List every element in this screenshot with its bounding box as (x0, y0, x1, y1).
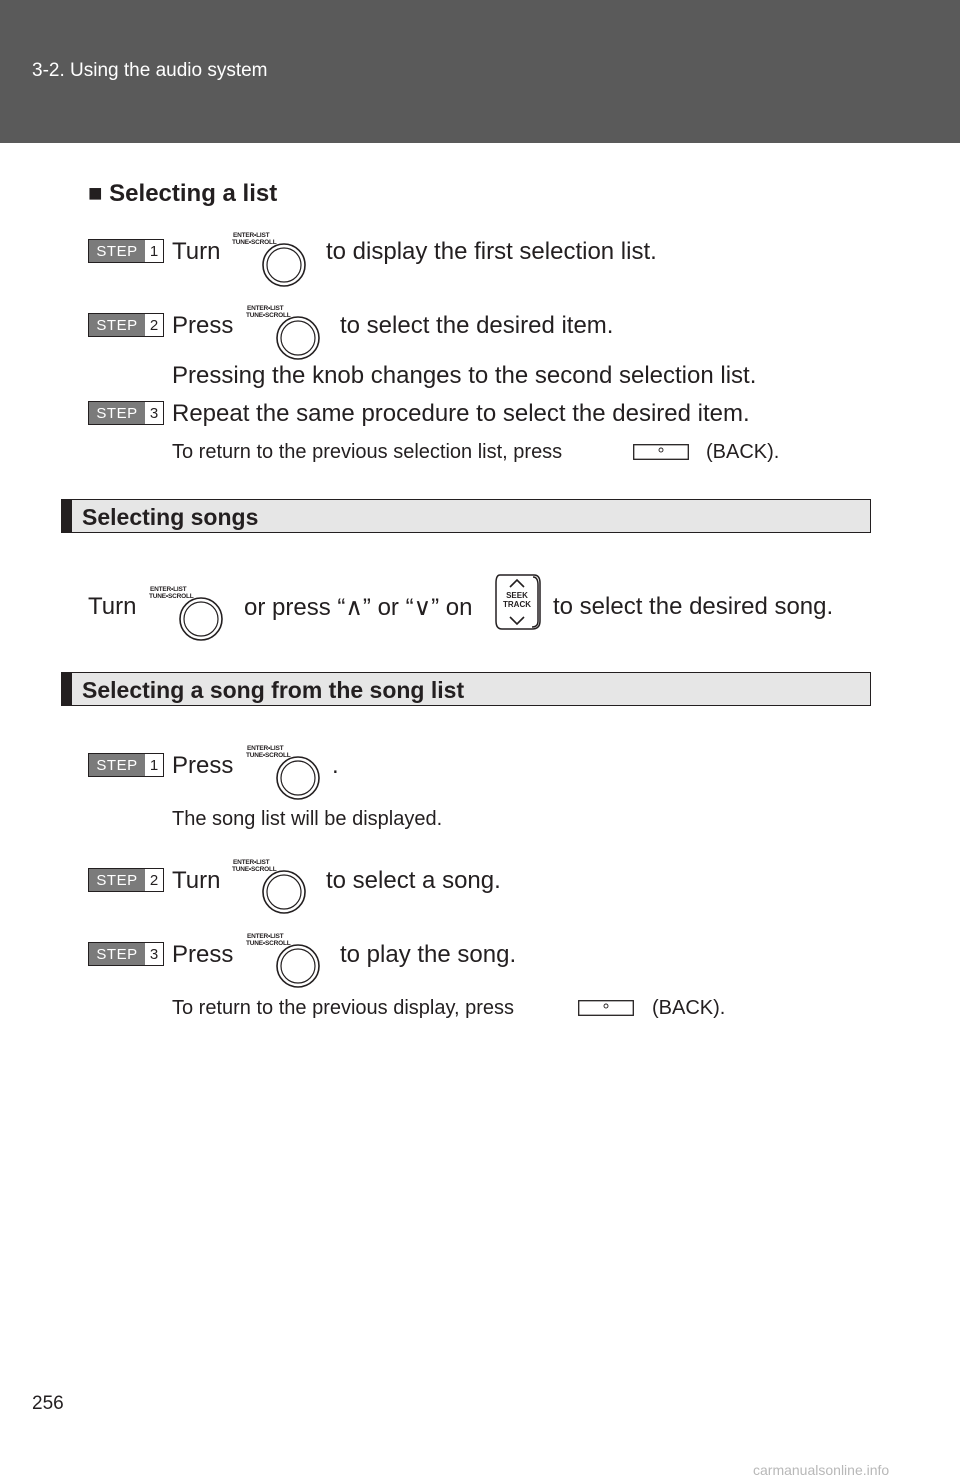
step-badge-3: STEP 3 (88, 942, 164, 966)
step-label: STEP (89, 754, 145, 776)
song-step-3-post: to play the song. (340, 941, 517, 968)
step-2-note: Pressing the knob changes to the second … (172, 362, 757, 389)
return-note-post: (BACK). (652, 997, 726, 1019)
step-2-pre: Press (172, 312, 234, 339)
step-number: 2 (149, 871, 159, 889)
songs-line-post: to select the desired song. (553, 593, 834, 620)
enter-list-knob-icon: ENTER•LIST TUNE•SCROLL (232, 232, 315, 292)
step-1-post: to display the first selection list. (326, 238, 657, 265)
knob-label-line2: TUNE•SCROLL (246, 940, 291, 947)
step-number: 3 (149, 945, 159, 963)
step-label: STEP (89, 869, 145, 891)
enter-list-knob-icon: ENTER•LIST TUNE•SCROLL (246, 745, 329, 805)
back-button-icon (633, 444, 689, 460)
step-number: 1 (149, 242, 159, 260)
step-1-pre: Turn (172, 238, 221, 265)
seek-label: SEEK (506, 591, 528, 600)
song-step-1-post: . (332, 752, 339, 779)
step-number: 1 (149, 756, 159, 774)
section-header-selecting-songs: Selecting songs (61, 499, 871, 533)
track-label: TRACK (503, 600, 531, 609)
knob-label-line2: TUNE•SCROLL (246, 312, 291, 319)
knob-label-line2: TUNE•SCROLL (232, 866, 277, 873)
step-label: STEP (89, 314, 145, 336)
back-button-icon (578, 1000, 634, 1016)
watermark: carmanualsonline.info (753, 1462, 890, 1478)
square-bullet-icon: ■ (88, 180, 103, 207)
section-header-song-list: Selecting a song from the song list (61, 672, 871, 706)
enter-list-knob-icon: ENTER•LIST TUNE•SCROLL (246, 933, 329, 993)
song-step-1-pre: Press (172, 752, 234, 779)
step-number: 2 (149, 316, 159, 334)
page-number: 256 (32, 1393, 64, 1414)
knob-label-line1: ENTER•LIST (150, 586, 187, 593)
song-step-3-pre: Press (172, 941, 234, 968)
step-label: STEP (89, 943, 145, 965)
knob-label-line2: TUNE•SCROLL (149, 593, 194, 600)
knob-label-line2: TUNE•SCROLL (246, 752, 291, 759)
step-badge-1: STEP 1 (88, 239, 164, 263)
section-title: Selecting a song from the song list (82, 677, 465, 703)
seek-track-button-icon: SEEK TRACK (492, 573, 542, 631)
section-title: Selecting songs (82, 504, 259, 530)
enter-list-knob-icon: ENTER•LIST TUNE•SCROLL (246, 305, 329, 365)
step-number: 3 (149, 404, 159, 422)
knob-label-line1: ENTER•LIST (233, 232, 270, 239)
return-note-post: (BACK). (706, 441, 780, 463)
knob-label-line1: ENTER•LIST (233, 859, 270, 866)
return-note-pre: To return to the previous display, press (172, 997, 515, 1019)
step-label: STEP (89, 240, 145, 262)
section-breadcrumb: 3-2. Using the audio system (32, 60, 268, 81)
songs-line-mid: or press “∧” or “∨” on (244, 594, 473, 621)
return-note-pre: To return to the previous selection list… (172, 441, 563, 463)
step-badge-3: STEP 3 (88, 401, 164, 425)
song-step-2-post: to select a song. (326, 867, 501, 894)
section-accent-bar (62, 500, 72, 532)
section-accent-bar (62, 673, 72, 705)
songs-line-pre: Turn (88, 593, 137, 620)
step-badge-1: STEP 1 (88, 753, 164, 777)
knob-label-line2: TUNE•SCROLL (232, 239, 277, 246)
subheading-selecting-a-list: ■ Selecting a list (88, 180, 277, 208)
knob-label-line1: ENTER•LIST (247, 933, 284, 940)
song-step-2-pre: Turn (172, 867, 221, 894)
knob-label-line1: ENTER•LIST (247, 305, 284, 312)
subheading-text: Selecting a list (109, 180, 278, 207)
step-label: STEP (89, 402, 145, 424)
enter-list-knob-icon: ENTER•LIST TUNE•SCROLL (232, 859, 315, 919)
page-header: 3-2. Using the audio system (0, 0, 960, 143)
knob-label-line1: ENTER•LIST (247, 745, 284, 752)
enter-list-knob-icon: ENTER•LIST TUNE•SCROLL (149, 586, 232, 646)
step-3-text: Repeat the same procedure to select the … (172, 400, 750, 427)
song-step-1-note: The song list will be displayed. (172, 808, 443, 830)
step-badge-2: STEP 2 (88, 313, 164, 337)
step-badge-2: STEP 2 (88, 868, 164, 892)
step-2-post: to select the desired item. (340, 312, 614, 339)
